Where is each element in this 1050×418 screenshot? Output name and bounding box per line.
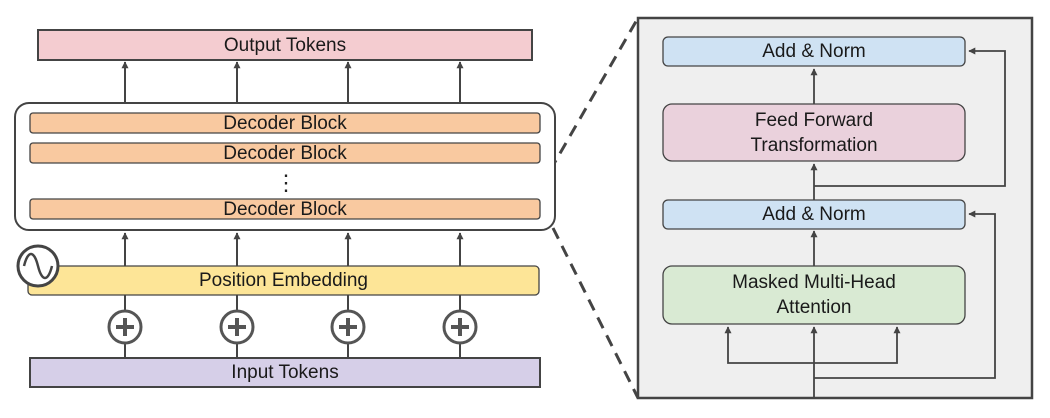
plus-circle-icon <box>107 309 143 345</box>
zoom-connector-bottom <box>551 227 640 399</box>
embedding-arrows <box>121 232 464 266</box>
attention-box <box>662 265 966 325</box>
feed-forward-box <box>662 103 966 162</box>
input-tokens-box <box>29 357 541 388</box>
plus-circle-icon <box>330 309 366 345</box>
add-norm-bottom-box <box>662 199 966 230</box>
output-arrows <box>121 61 464 103</box>
zoom-connector-top <box>538 17 640 189</box>
output-tokens-box <box>37 29 533 61</box>
detail-arrows <box>724 47 1006 398</box>
ellipsis-label: ⋮ <box>275 170 297 195</box>
position-embedding-box <box>27 265 540 296</box>
decoder-block-1 <box>29 112 541 134</box>
decoder-stack-container <box>14 102 556 231</box>
add-norm-top-box <box>662 36 966 67</box>
input-connectors <box>124 295 461 358</box>
decoder-block-3 <box>29 198 541 220</box>
sine-wave-icon <box>16 244 60 288</box>
plus-circle-icon <box>442 309 478 345</box>
plus-circle-icon <box>219 309 255 345</box>
decoder-block-2 <box>29 142 541 164</box>
